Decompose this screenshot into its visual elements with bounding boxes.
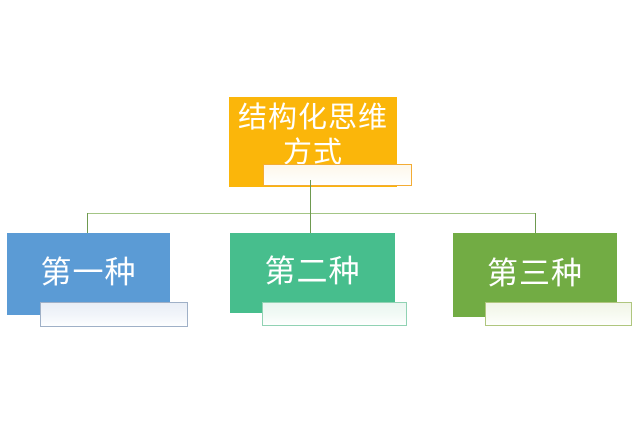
child-node-3-placeholder[interactable] (485, 302, 632, 326)
connector-root-drop (310, 180, 311, 214)
connector-drop-child-3 (535, 213, 536, 233)
root-node-title-line2: 方式 (282, 137, 343, 169)
child-node-2-box[interactable]: 第二种 (230, 233, 395, 313)
connector-drop-child-2 (310, 213, 311, 233)
child-node-1-placeholder[interactable] (40, 302, 188, 327)
root-node-placeholder[interactable] (263, 164, 412, 186)
child-node-1-label: 第一种 (40, 254, 137, 290)
connector-horizontal-rail (87, 213, 536, 214)
root-node-title-line1: 结构化思维 (237, 102, 388, 134)
child-node-1-box[interactable]: 第一种 (7, 233, 170, 315)
connector-drop-child-1 (87, 213, 88, 233)
child-node-2-label: 第二种 (264, 253, 361, 289)
child-node-3-label: 第三种 (487, 255, 583, 291)
child-node-2-placeholder[interactable] (262, 302, 407, 326)
